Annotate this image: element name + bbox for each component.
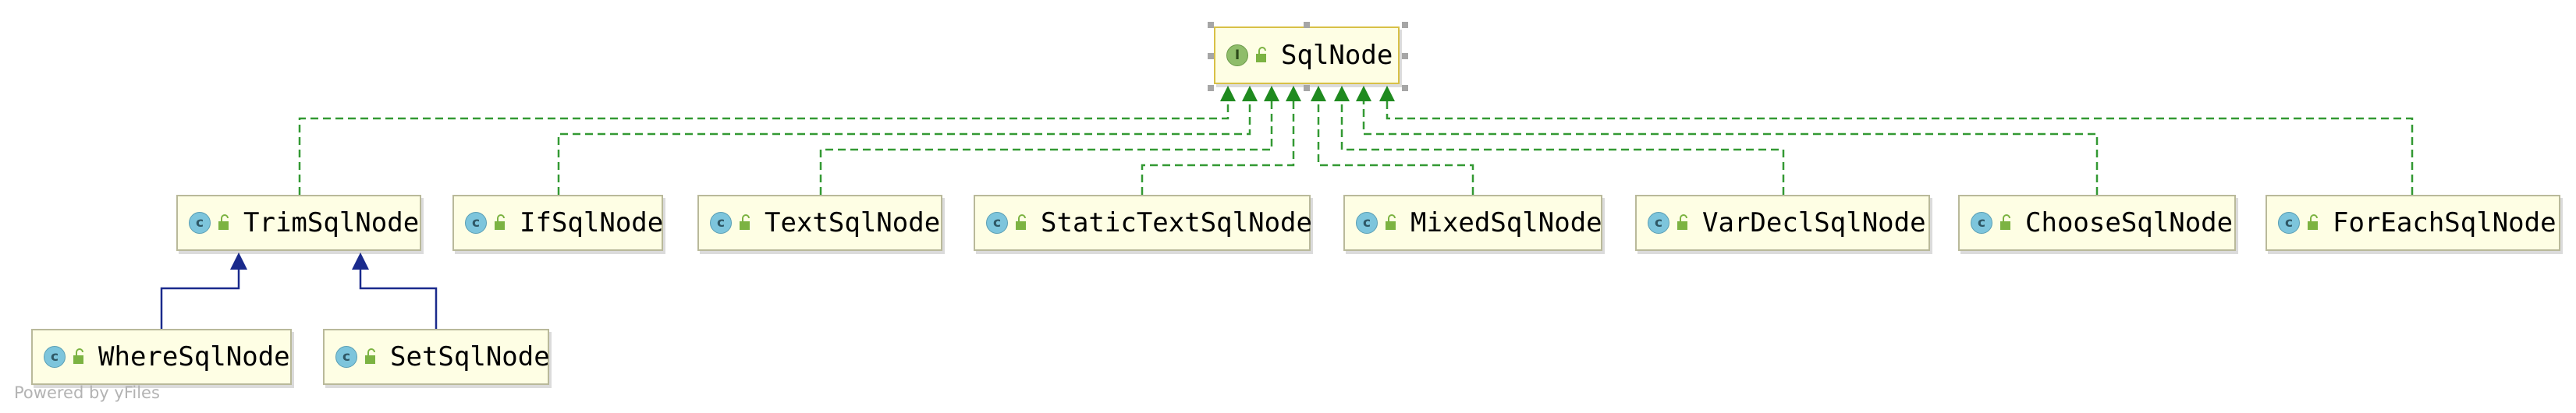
node-vardeclsqlnode[interactable]: c VarDeclSqlNode [1635, 195, 1930, 251]
node-statictextsqlnode[interactable]: c StaticTextSqlNode [974, 195, 1312, 251]
class-icon: c [335, 346, 357, 368]
node-textsqlnode[interactable]: c TextSqlNode [697, 195, 942, 251]
interface-icon: I [1226, 44, 1248, 66]
implements-arrowhead-foreach [1379, 86, 1395, 101]
node-label: SetSqlNode [390, 341, 550, 372]
node-label: IfSqlNode [520, 207, 664, 238]
public-lock-icon [495, 214, 505, 230]
selection-handle[interactable] [1208, 85, 1214, 91]
implements-arrowhead-text [1264, 86, 1279, 101]
implements-arrowhead-if [1242, 86, 1258, 101]
implements-edge-choose [1362, 98, 2099, 195]
extends-arrowhead-set [352, 252, 369, 270]
class-icon: c [1648, 212, 1669, 234]
implements-edge-mixed [1317, 98, 1474, 195]
implements-arrowhead-choose [1356, 86, 1371, 101]
node-trimsqlnode[interactable]: c TrimSqlNode [176, 195, 421, 251]
node-setsqlnode[interactable]: c SetSqlNode [323, 329, 550, 385]
node-label: VarDeclSqlNode [1702, 207, 1926, 238]
implements-arrowhead-trim [1220, 86, 1236, 101]
public-lock-icon [218, 214, 229, 230]
implements-edge-vardecl [1340, 98, 1785, 195]
node-label: StaticTextSqlNode [1041, 207, 1312, 238]
public-lock-icon [1256, 47, 1266, 62]
class-icon: c [189, 212, 211, 234]
selection-handle[interactable] [1304, 85, 1310, 91]
public-lock-icon [740, 214, 750, 230]
node-label: TextSqlNode [765, 207, 941, 238]
selection-handle[interactable] [1208, 53, 1214, 59]
public-lock-icon [73, 348, 83, 364]
extends-edge-set [359, 268, 438, 329]
node-sqlnode[interactable]: I SqlNode [1214, 26, 1400, 84]
node-label: SqlNode [1281, 40, 1393, 71]
implements-edge-text [819, 98, 1273, 195]
node-label: WhereSqlNode [98, 341, 290, 372]
node-label: MixedSqlNode [1410, 207, 1602, 238]
node-foreachsqlnode[interactable]: c ForEachSqlNode [2266, 195, 2560, 251]
node-wheresqlnode[interactable]: c WhereSqlNode [31, 329, 292, 385]
implements-edge-static [1141, 98, 1295, 195]
watermark: Powered by yFiles [14, 383, 160, 402]
class-icon: c [986, 212, 1008, 234]
class-icon: c [1356, 212, 1378, 234]
node-ifsqlnode[interactable]: c IfSqlNode [452, 195, 663, 251]
selection-handle[interactable] [1208, 22, 1214, 28]
class-icon: c [710, 212, 732, 234]
node-mixedsqlnode[interactable]: c MixedSqlNode [1343, 195, 1602, 251]
implements-arrowhead-vardecl [1334, 86, 1350, 101]
implements-arrowhead-static [1286, 86, 1301, 101]
selection-handle[interactable] [1402, 85, 1408, 91]
extends-arrowhead-where [230, 252, 247, 270]
implements-edge-foreach [1386, 98, 2414, 195]
node-label: ForEachSqlNode [2333, 207, 2556, 238]
class-icon: c [44, 346, 66, 368]
public-lock-icon [1386, 214, 1396, 230]
node-label: TrimSqlNode [243, 207, 420, 238]
selection-handle[interactable] [1402, 22, 1408, 28]
class-icon: c [1971, 212, 1992, 234]
class-icon: c [2278, 212, 2300, 234]
implements-arrowhead-mixed [1311, 86, 1326, 101]
selection-handle[interactable] [1402, 53, 1408, 59]
selection-handle[interactable] [1304, 22, 1310, 28]
node-label: ChooseSqlNode [2025, 207, 2234, 238]
implements-edge-if [557, 98, 1251, 195]
public-lock-icon [365, 348, 375, 364]
public-lock-icon [2000, 214, 2010, 230]
public-lock-icon [2308, 214, 2318, 230]
implements-edge-trim [298, 98, 1229, 195]
node-choosesqlnode[interactable]: c ChooseSqlNode [1958, 195, 2236, 251]
public-lock-icon [1677, 214, 1687, 230]
class-icon: c [465, 212, 487, 234]
public-lock-icon [1016, 214, 1026, 230]
extends-edge-where [160, 268, 240, 329]
